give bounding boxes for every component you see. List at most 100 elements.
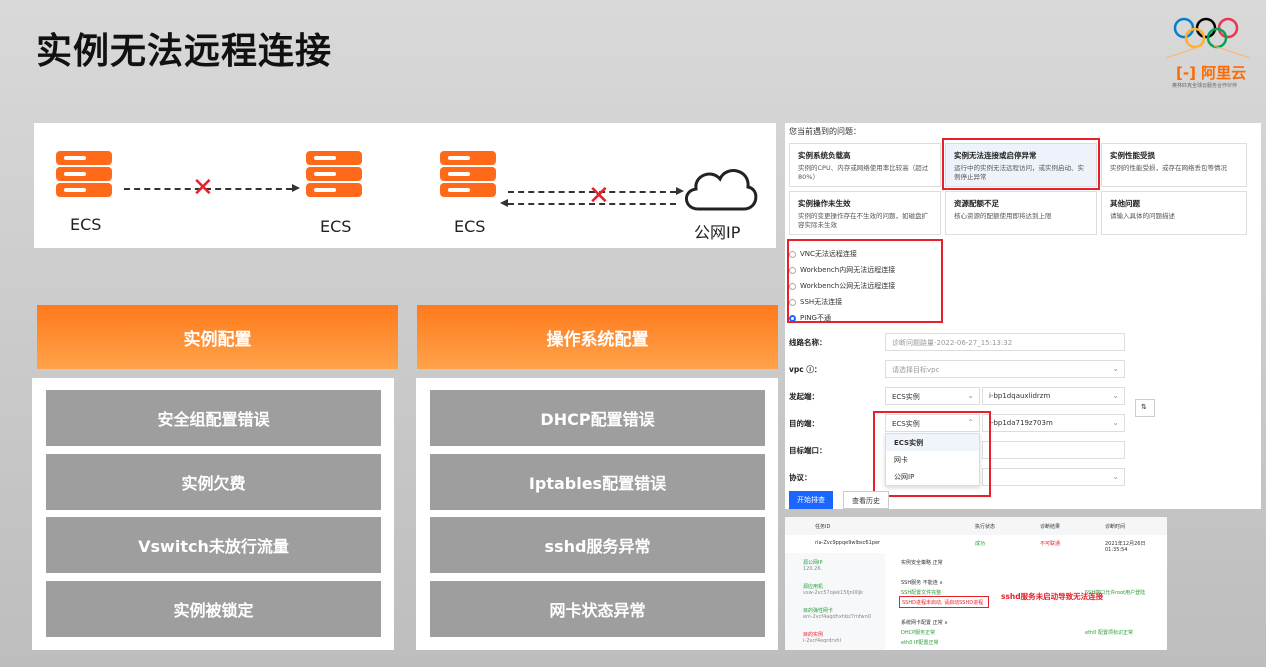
route-label: 线路名称： [789, 338, 827, 347]
source-label: 发起端： [789, 392, 819, 401]
diagram-label-ecs-3: ECS [454, 217, 486, 236]
dashed-link [508, 191, 676, 193]
diagnostic-console: 您当前遇到的问题： 实例系统负载高 实例的CPU、内存或网络使用率比较高（超过8… [785, 123, 1261, 509]
port-label: 目标端口： [789, 446, 827, 455]
instance-config-item: 实例被锁定 [46, 581, 381, 637]
chevron-down-icon: ⌄ [1112, 472, 1119, 481]
card-title: 其他问题 [1110, 199, 1140, 208]
check-item: DHCP服务正常 [901, 630, 936, 636]
instance-config-list: 安全组配置错误 实例欠费 Vswitch未放行流量 实例被锁定 [32, 378, 394, 650]
check-item: 系统网卡配置 正常 ∧ [901, 620, 948, 626]
card-desc: 实例的变更操作存在不生效的问题，如磁盘扩容实际未生效 [798, 212, 928, 230]
option-vnc[interactable]: VNC无法远程连接 [789, 249, 857, 259]
table-row[interactable]: ria-Zvc9ppqe9wlbsc61per 成功 不可联通 2021年12月… [815, 540, 1146, 553]
option-ssh[interactable]: SSH无法连接 [789, 297, 842, 307]
olympic-rings-logo [1165, 17, 1251, 59]
check-item: SSH配置文件完整 [901, 590, 942, 596]
os-config-item: sshd服务异常 [430, 517, 765, 573]
check-item: eth0 配置项标识正常 [1085, 630, 1133, 636]
brand-name: 阿里云 [1201, 64, 1247, 82]
annotation-text: sshd服务未启动导致无法连接 [1001, 592, 1104, 601]
question-label: 您当前遇到的问题： [789, 127, 861, 136]
problem-card-selected[interactable]: 实例无法连接或启停异常 运行中的实例无法远程访问，或实例启动、实例停止异常 [945, 143, 1097, 187]
vpc-label: vpc ⓘ： [789, 365, 822, 374]
instance-config-item: 实例欠费 [46, 454, 381, 510]
route-name-input[interactable]: 诊断问题路量-2022-06-27_15:13:32 [885, 333, 1125, 351]
destination-id-select[interactable]: i-bp1da719z703m⌄ [982, 414, 1125, 432]
arrow-left-icon [500, 199, 508, 207]
os-config-item: Iptables配置错误 [430, 454, 765, 510]
os-config-header: 操作系统配置 [417, 305, 778, 369]
server-icon [56, 151, 112, 199]
card-desc: 实例的CPU、内存或网络使用率比较高（超过80%） [798, 164, 929, 182]
blocked-x-icon: ✕ [588, 181, 610, 211]
card-desc: 请输入具体的问题描述 [1110, 212, 1175, 220]
card-title: 实例无法连接或启停异常 [954, 151, 1037, 160]
instance-config-header: 实例配置 [37, 305, 398, 369]
check-item: eth0 IP配置正常 [901, 640, 939, 646]
aliyun-logo-icon: [-] [1176, 64, 1196, 82]
card-title: 实例性能受损 [1110, 151, 1155, 160]
card-title: 实例操作未生效 [798, 199, 851, 208]
dashed-link [508, 203, 676, 205]
arrow-right-icon [292, 184, 300, 192]
protocol-label: 协议： [789, 473, 812, 482]
problem-card[interactable]: 其他问题 请输入具体的问题描述 [1101, 191, 1247, 235]
swap-icon[interactable]: ⇅ [1135, 399, 1155, 417]
blocked-x-icon: ✕ [192, 173, 214, 203]
dashed-link [124, 188, 292, 190]
logo-subtitle: 奥林匹克全球云服务合作伙伴 [1172, 83, 1238, 89]
problem-card[interactable]: 实例性能受损 实例的性能受损，或存在网络丢包等情况 [1101, 143, 1247, 187]
server-icon [306, 151, 362, 199]
cloud-icon [685, 169, 758, 211]
card-desc: 运行中的实例无法远程访问，或实例启动、实例停止异常 [954, 164, 1084, 182]
chevron-down-icon: ⌄ [967, 391, 974, 400]
problem-card[interactable]: 实例系统负载高 实例的CPU、内存或网络使用率比较高（超过80%） [789, 143, 941, 187]
destination-label: 目的端： [789, 419, 819, 428]
check-item-failed: SSHD进程未启动, 请启动SSHD进程 [899, 596, 989, 608]
dropdown-item[interactable]: ECS实例 [886, 434, 979, 451]
check-item: SSH服务 不能连 ∧ [901, 580, 943, 586]
source-id-select[interactable]: i-bp1dqauxlidrzm⌄ [982, 387, 1125, 405]
option-workbench-public[interactable]: Workbench公网无法远程连接 [789, 281, 895, 291]
destination-type-select[interactable]: ECS实例⌃ [885, 414, 980, 432]
option-ping[interactable]: PING不通 [789, 313, 831, 323]
os-config-list: DHCP配置错误 Iptables配置错误 sshd服务异常 网卡状态异常 [416, 378, 778, 650]
diagram-label-ecs-1: ECS [70, 215, 102, 234]
result-table-header: 任务ID 执行状态 诊断结果 诊断时间 [785, 517, 1167, 535]
os-config-item: 网卡状态异常 [430, 581, 765, 637]
server-icon [440, 151, 496, 199]
dropdown-item[interactable]: 网卡 [894, 456, 908, 464]
instance-config-item: Vswitch未放行流量 [46, 517, 381, 573]
diagram-label-public-ip: 公网IP [694, 223, 741, 242]
card-title: 实例系统负载高 [798, 151, 851, 160]
chevron-down-icon: ⌄ [1112, 364, 1119, 373]
page-title: 实例无法远程连接 [36, 31, 333, 72]
option-workbench-private[interactable]: Workbench内网无法远程连接 [789, 265, 895, 275]
destination-type-dropdown: ECS实例 网卡 公网IP [885, 433, 980, 486]
diagram-label-ecs-2: ECS [320, 217, 352, 236]
highlight-box [787, 239, 943, 323]
source-type-select[interactable]: ECS实例⌄ [885, 387, 980, 405]
os-config-item: DHCP配置错误 [430, 390, 765, 446]
protocol-select[interactable]: ⌄ [982, 468, 1125, 486]
diagnosis-result: 任务ID 执行状态 诊断结果 诊断时间 ria-Zvc9ppqe9wlbsc61… [785, 517, 1167, 650]
card-title: 资源配额不足 [954, 199, 999, 208]
dropdown-item[interactable]: 公网IP [894, 473, 915, 481]
highlight-box [942, 138, 1100, 190]
problem-card[interactable]: 资源配额不足 核心资源的配额使用即将达到上限 [945, 191, 1097, 235]
vpc-select[interactable]: 请选择目标vpc⌄ [885, 360, 1125, 378]
aliyun-logo-text: [-] 阿里云 [1176, 62, 1246, 83]
problem-card[interactable]: 实例操作未生效 实例的变更操作存在不生效的问题，如磁盘扩容实际未生效 [789, 191, 941, 235]
chevron-up-icon: ⌃ [967, 418, 974, 427]
start-diagnosis-button[interactable]: 开始排查 [789, 491, 833, 509]
port-input[interactable] [982, 441, 1125, 459]
card-desc: 实例的性能受损，或存在网络丢包等情况 [1110, 164, 1227, 172]
instance-config-item: 安全组配置错误 [46, 390, 381, 446]
view-history-button[interactable]: 查看历史 [843, 491, 889, 509]
